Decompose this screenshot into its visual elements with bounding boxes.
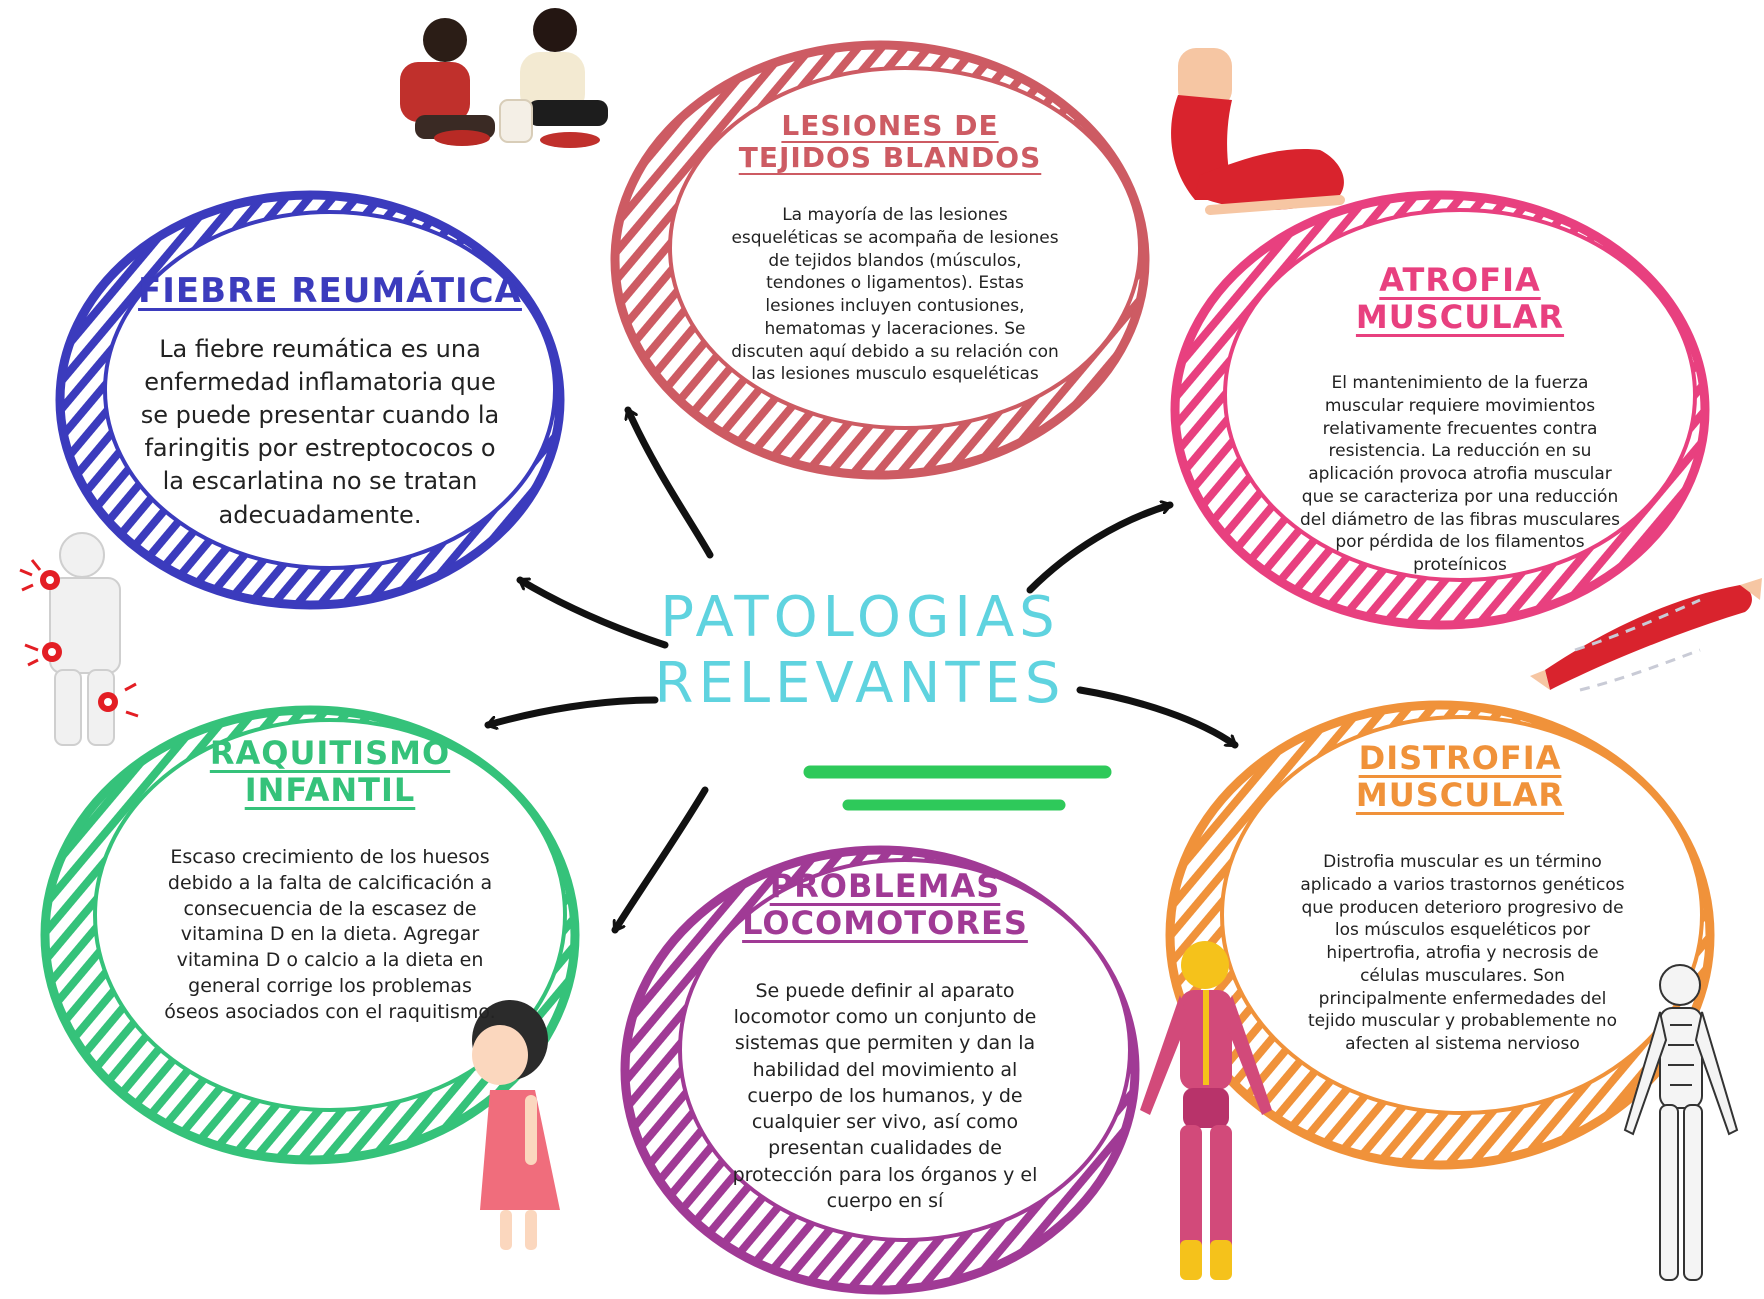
problemas-text: Se puede definir al aparato locomotor co…	[732, 980, 1038, 1212]
muscle-fiber-illustration	[1530, 578, 1762, 692]
node-fiebre-reumatica	[55, 190, 565, 610]
flexed-arm-muscle-illustration	[1171, 48, 1345, 215]
atrofia-title: ATROFIA MUSCULAR	[1330, 262, 1590, 336]
fiebre-title-line-1: FIEBRE REUMÁTICA	[138, 271, 522, 311]
arrow-to-atrofia	[1026, 505, 1174, 594]
problemas-title-line-2: LOCOMOTORES	[742, 903, 1028, 942]
arrow-to-lesiones	[628, 406, 714, 559]
raquitismo-title-line-2: INFANTIL	[244, 770, 416, 809]
distrofia-title: DISTROFIA MUSCULAR	[1330, 740, 1590, 814]
raquitismo-title: RAQUITISMO INFANTIL	[195, 735, 465, 809]
lesiones-title: LESIONES DE TEJIDOS BLANDOS	[720, 109, 1060, 175]
problemas-title-line-1: PROBLEMAS	[769, 867, 1001, 905]
lesiones-text: La mayoría de las lesiones esqueléticas …	[731, 205, 1059, 385]
distrofia-title-line-2: MUSCULAR	[1355, 775, 1565, 814]
lesiones-title-line-1: LESIONES DE	[781, 109, 999, 142]
arrow-to-raquitismo	[484, 696, 659, 725]
node-atrofia-muscular	[1170, 190, 1710, 630]
atrofia-title-line-2: MUSCULAR	[1355, 297, 1565, 336]
fiebre-title: FIEBRE REUMÁTICA	[130, 271, 530, 311]
node-problemas-locomotores	[620, 845, 1140, 1295]
center-underline	[803, 765, 1112, 811]
node-distrofia-muscular	[1165, 700, 1715, 1170]
joint-pain-figure-illustration	[19, 532, 139, 746]
distrofia-text: Distrofia muscular es un término aplicad…	[1300, 852, 1625, 1055]
fiebre-text: La fiebre reumática es una enfermedad in…	[140, 335, 500, 529]
arrow-to-distrofia	[1076, 686, 1239, 749]
center-title: PATOLOGIAS RELEVANTES	[640, 585, 1080, 717]
atrofia-text: El mantenimiento de la fuerza muscular r…	[1299, 373, 1621, 576]
raquitismo-text: Escaso crecimiento de los huesos debido …	[164, 846, 496, 1023]
node-raquitismo-infantil	[40, 705, 580, 1165]
arrow-to-fiebre	[516, 576, 669, 649]
muscular-system-figure-illustration	[1140, 941, 1272, 1280]
problemas-title: PROBLEMAS LOCOMOTORES	[735, 868, 1035, 942]
connector-arrows	[484, 406, 1239, 934]
center-title-line-2: RELEVANTES	[654, 651, 1066, 717]
lesiones-title-line-2: TEJIDOS BLANDOS	[738, 141, 1042, 175]
center-title-line-1: PATOLOGIAS	[660, 585, 1060, 650]
distrofia-title-line-1: DISTROFIA	[1358, 739, 1562, 777]
child-illustration	[472, 1000, 560, 1250]
injury-care-illustration	[400, 8, 608, 148]
raquitismo-title-line-1: RAQUITISMO	[209, 734, 451, 772]
node-lesiones-tejidos	[610, 40, 1150, 480]
anatomy-figure-illustration	[1623, 964, 1739, 1281]
atrofia-title-line-1: ATROFIA	[1379, 261, 1541, 299]
arrow-to-problemas	[611, 786, 709, 934]
